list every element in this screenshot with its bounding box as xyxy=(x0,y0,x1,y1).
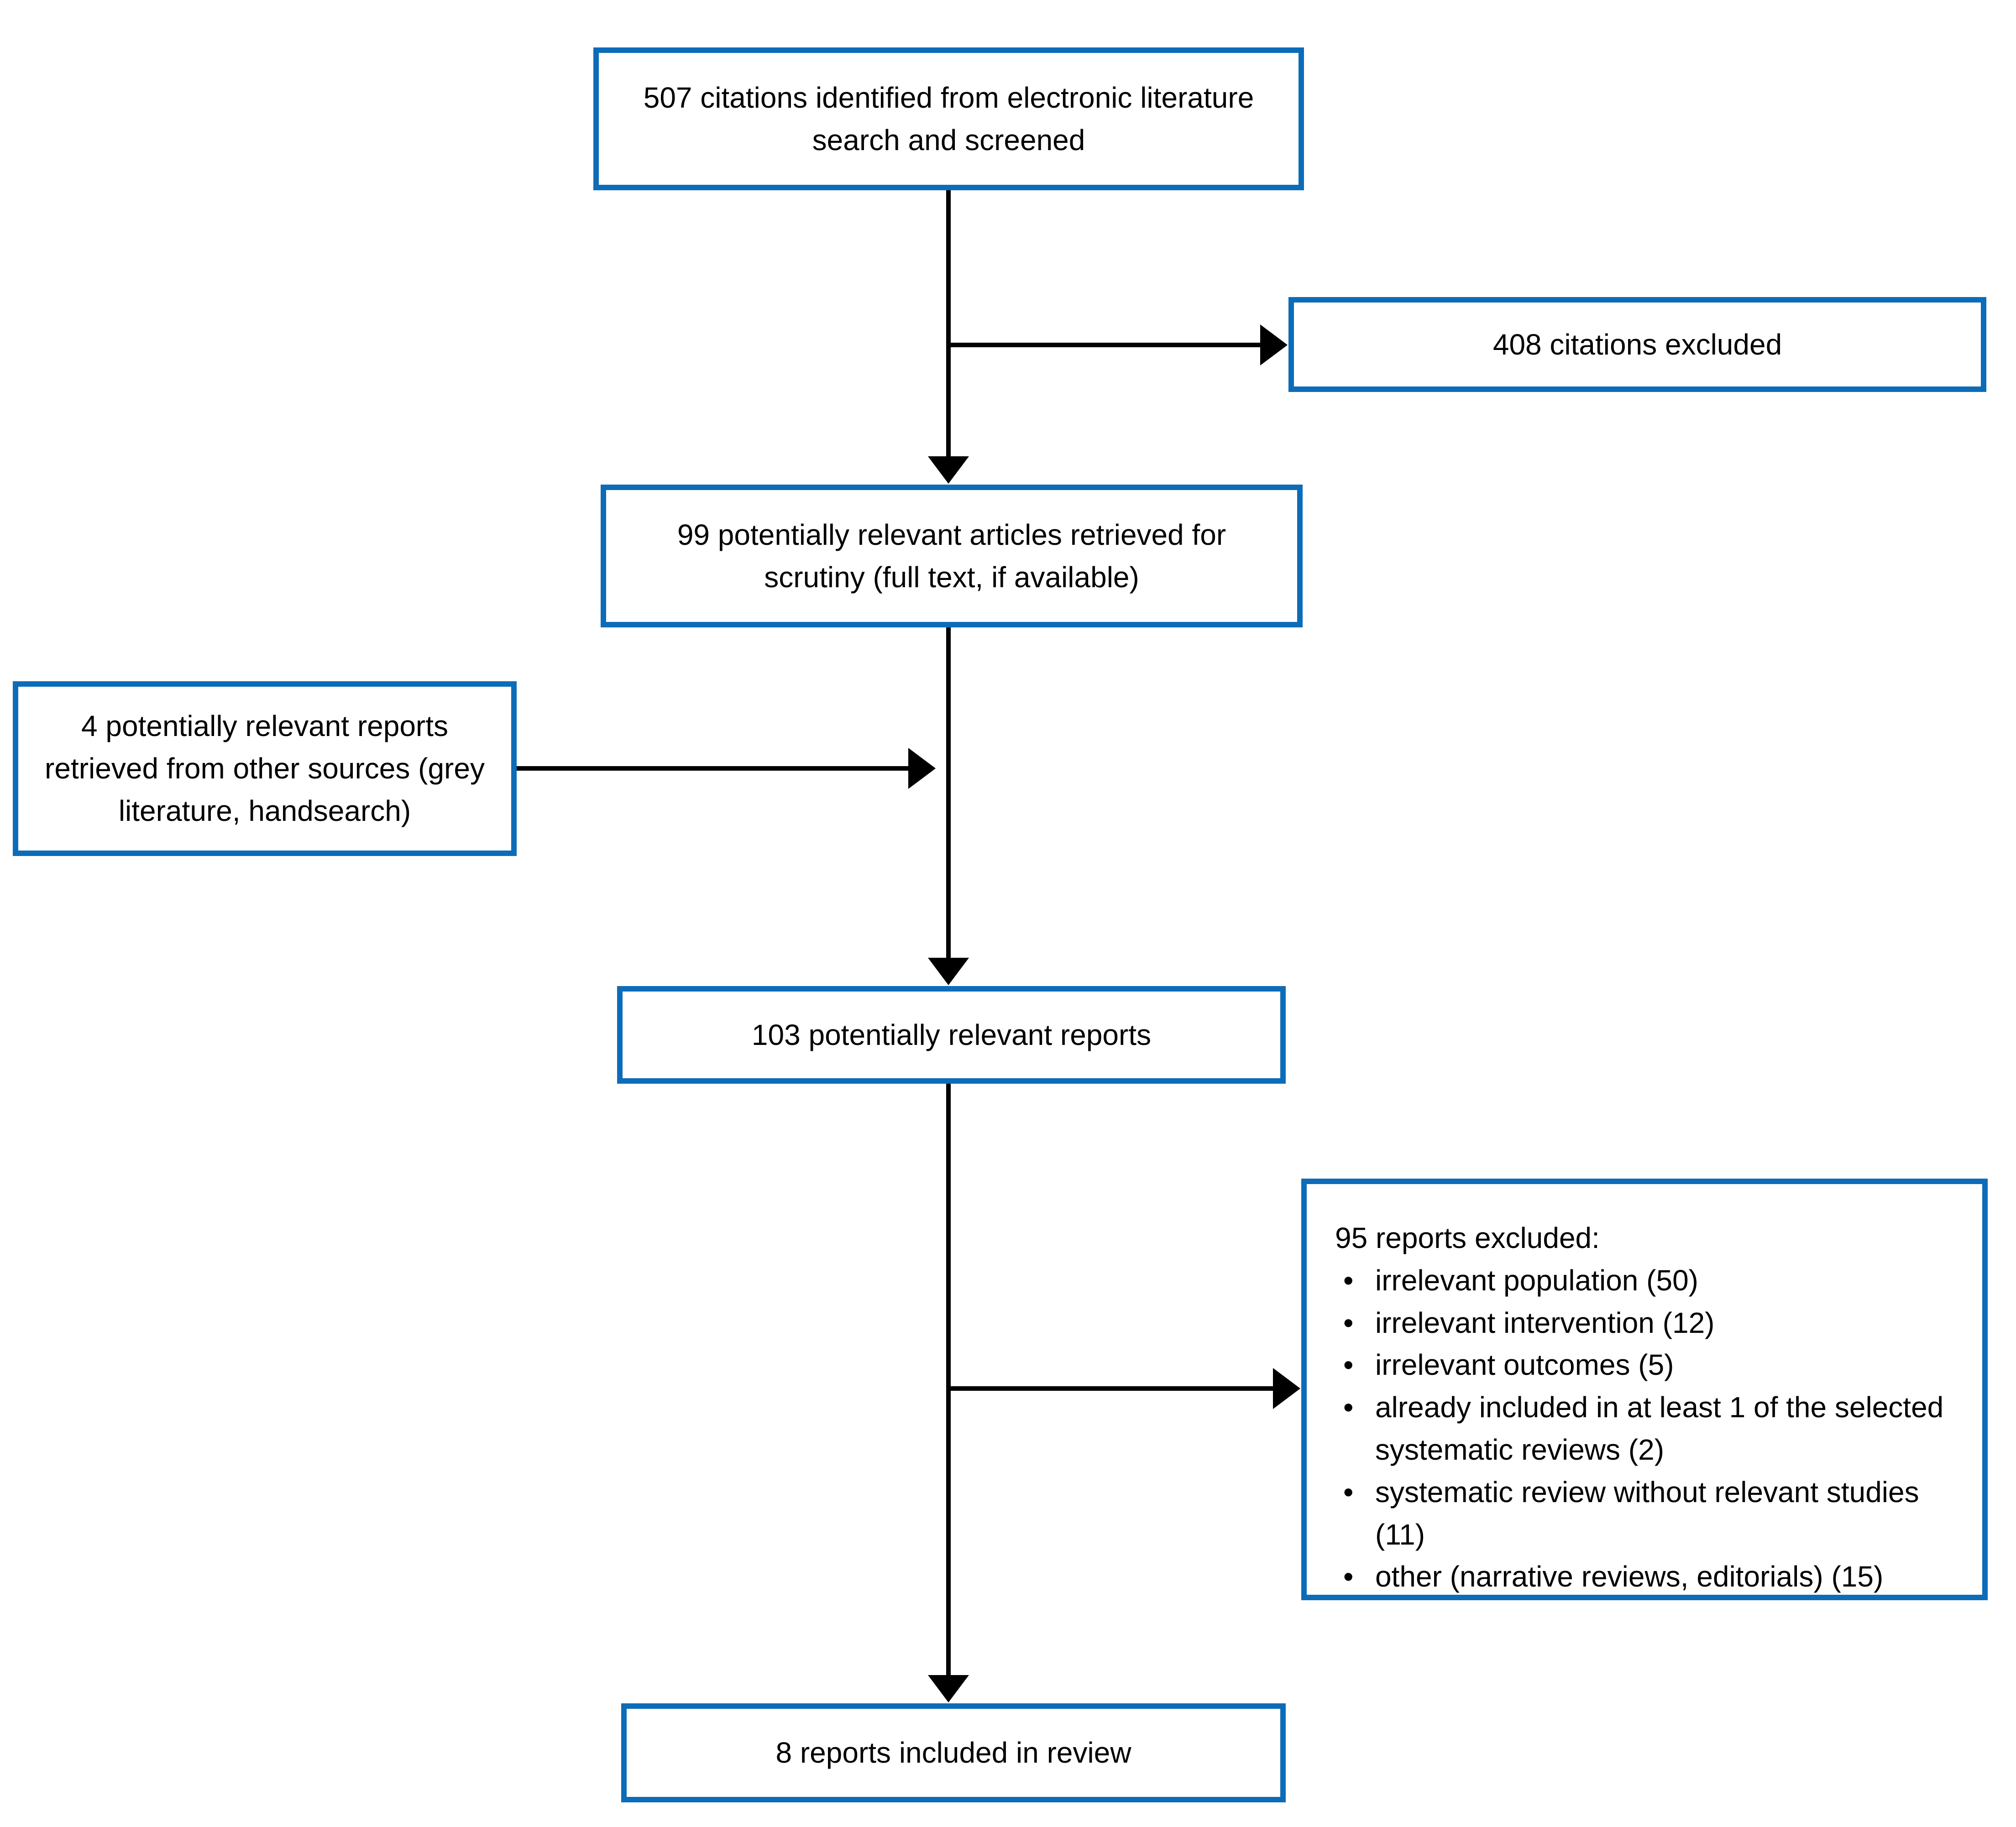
box-reports-included: 8 reports included in review xyxy=(621,1703,1286,1802)
box-citations-identified-text: 507 citations identified from electronic… xyxy=(643,81,1254,157)
arrow-branch-to-reports-excluded-line xyxy=(948,1386,1274,1391)
box-other-sources-text: 4 potentially relevant reports retrieved… xyxy=(45,710,485,827)
box-articles-retrieved-text: 99 potentially relevant articles retriev… xyxy=(677,518,1226,594)
arrow-branch-to-citations-excluded-line xyxy=(948,343,1262,347)
box-articles-retrieved: 99 potentially relevant articles retriev… xyxy=(601,485,1303,627)
box-other-sources: 4 potentially relevant reports retrieved… xyxy=(13,681,517,856)
box-combined-reports: 103 potentially relevant reports xyxy=(617,986,1286,1084)
arrow-identified-to-retrieved-line xyxy=(946,190,951,460)
exclusion-reason-list: irrelevant population (50) irrelevant in… xyxy=(1335,1259,1957,1598)
arrow-retrieved-to-combined-head-icon xyxy=(928,958,969,985)
arrow-other-sources-to-merge-line xyxy=(517,766,909,771)
box-reports-excluded-title: 95 reports excluded: xyxy=(1335,1221,1600,1254)
arrow-branch-to-reports-excluded-head-icon xyxy=(1273,1368,1300,1409)
exclusion-reason-item: irrelevant population (50) xyxy=(1335,1259,1957,1302)
arrow-retrieved-to-combined-line xyxy=(946,627,951,959)
box-citations-identified: 507 citations identified from electronic… xyxy=(593,47,1304,190)
exclusion-reason-item: irrelevant outcomes (5) xyxy=(1335,1344,1957,1386)
arrow-identified-to-retrieved-head-icon xyxy=(928,456,969,484)
box-citations-excluded: 408 citations excluded xyxy=(1288,297,1986,392)
exclusion-reason-item: irrelevant intervention (12) xyxy=(1335,1302,1957,1344)
box-reports-included-text: 8 reports included in review xyxy=(775,1736,1131,1770)
arrow-other-sources-to-merge-head-icon xyxy=(908,748,936,789)
box-citations-excluded-text: 408 citations excluded xyxy=(1492,328,1782,361)
box-combined-reports-text: 103 potentially relevant reports xyxy=(751,1018,1152,1051)
arrow-combined-to-included-head-icon xyxy=(928,1675,969,1702)
exclusion-reason-item: other (narrative reviews, editorials) (1… xyxy=(1335,1556,1957,1598)
arrow-branch-to-citations-excluded-head-icon xyxy=(1260,324,1288,365)
arrow-combined-to-included-line xyxy=(946,1084,951,1677)
exclusion-reason-item: systematic review without relevant studi… xyxy=(1335,1471,1957,1556)
box-reports-excluded: 95 reports excluded: irrelevant populati… xyxy=(1301,1179,1988,1600)
exclusion-reason-item: already included in at least 1 of the se… xyxy=(1335,1386,1957,1471)
